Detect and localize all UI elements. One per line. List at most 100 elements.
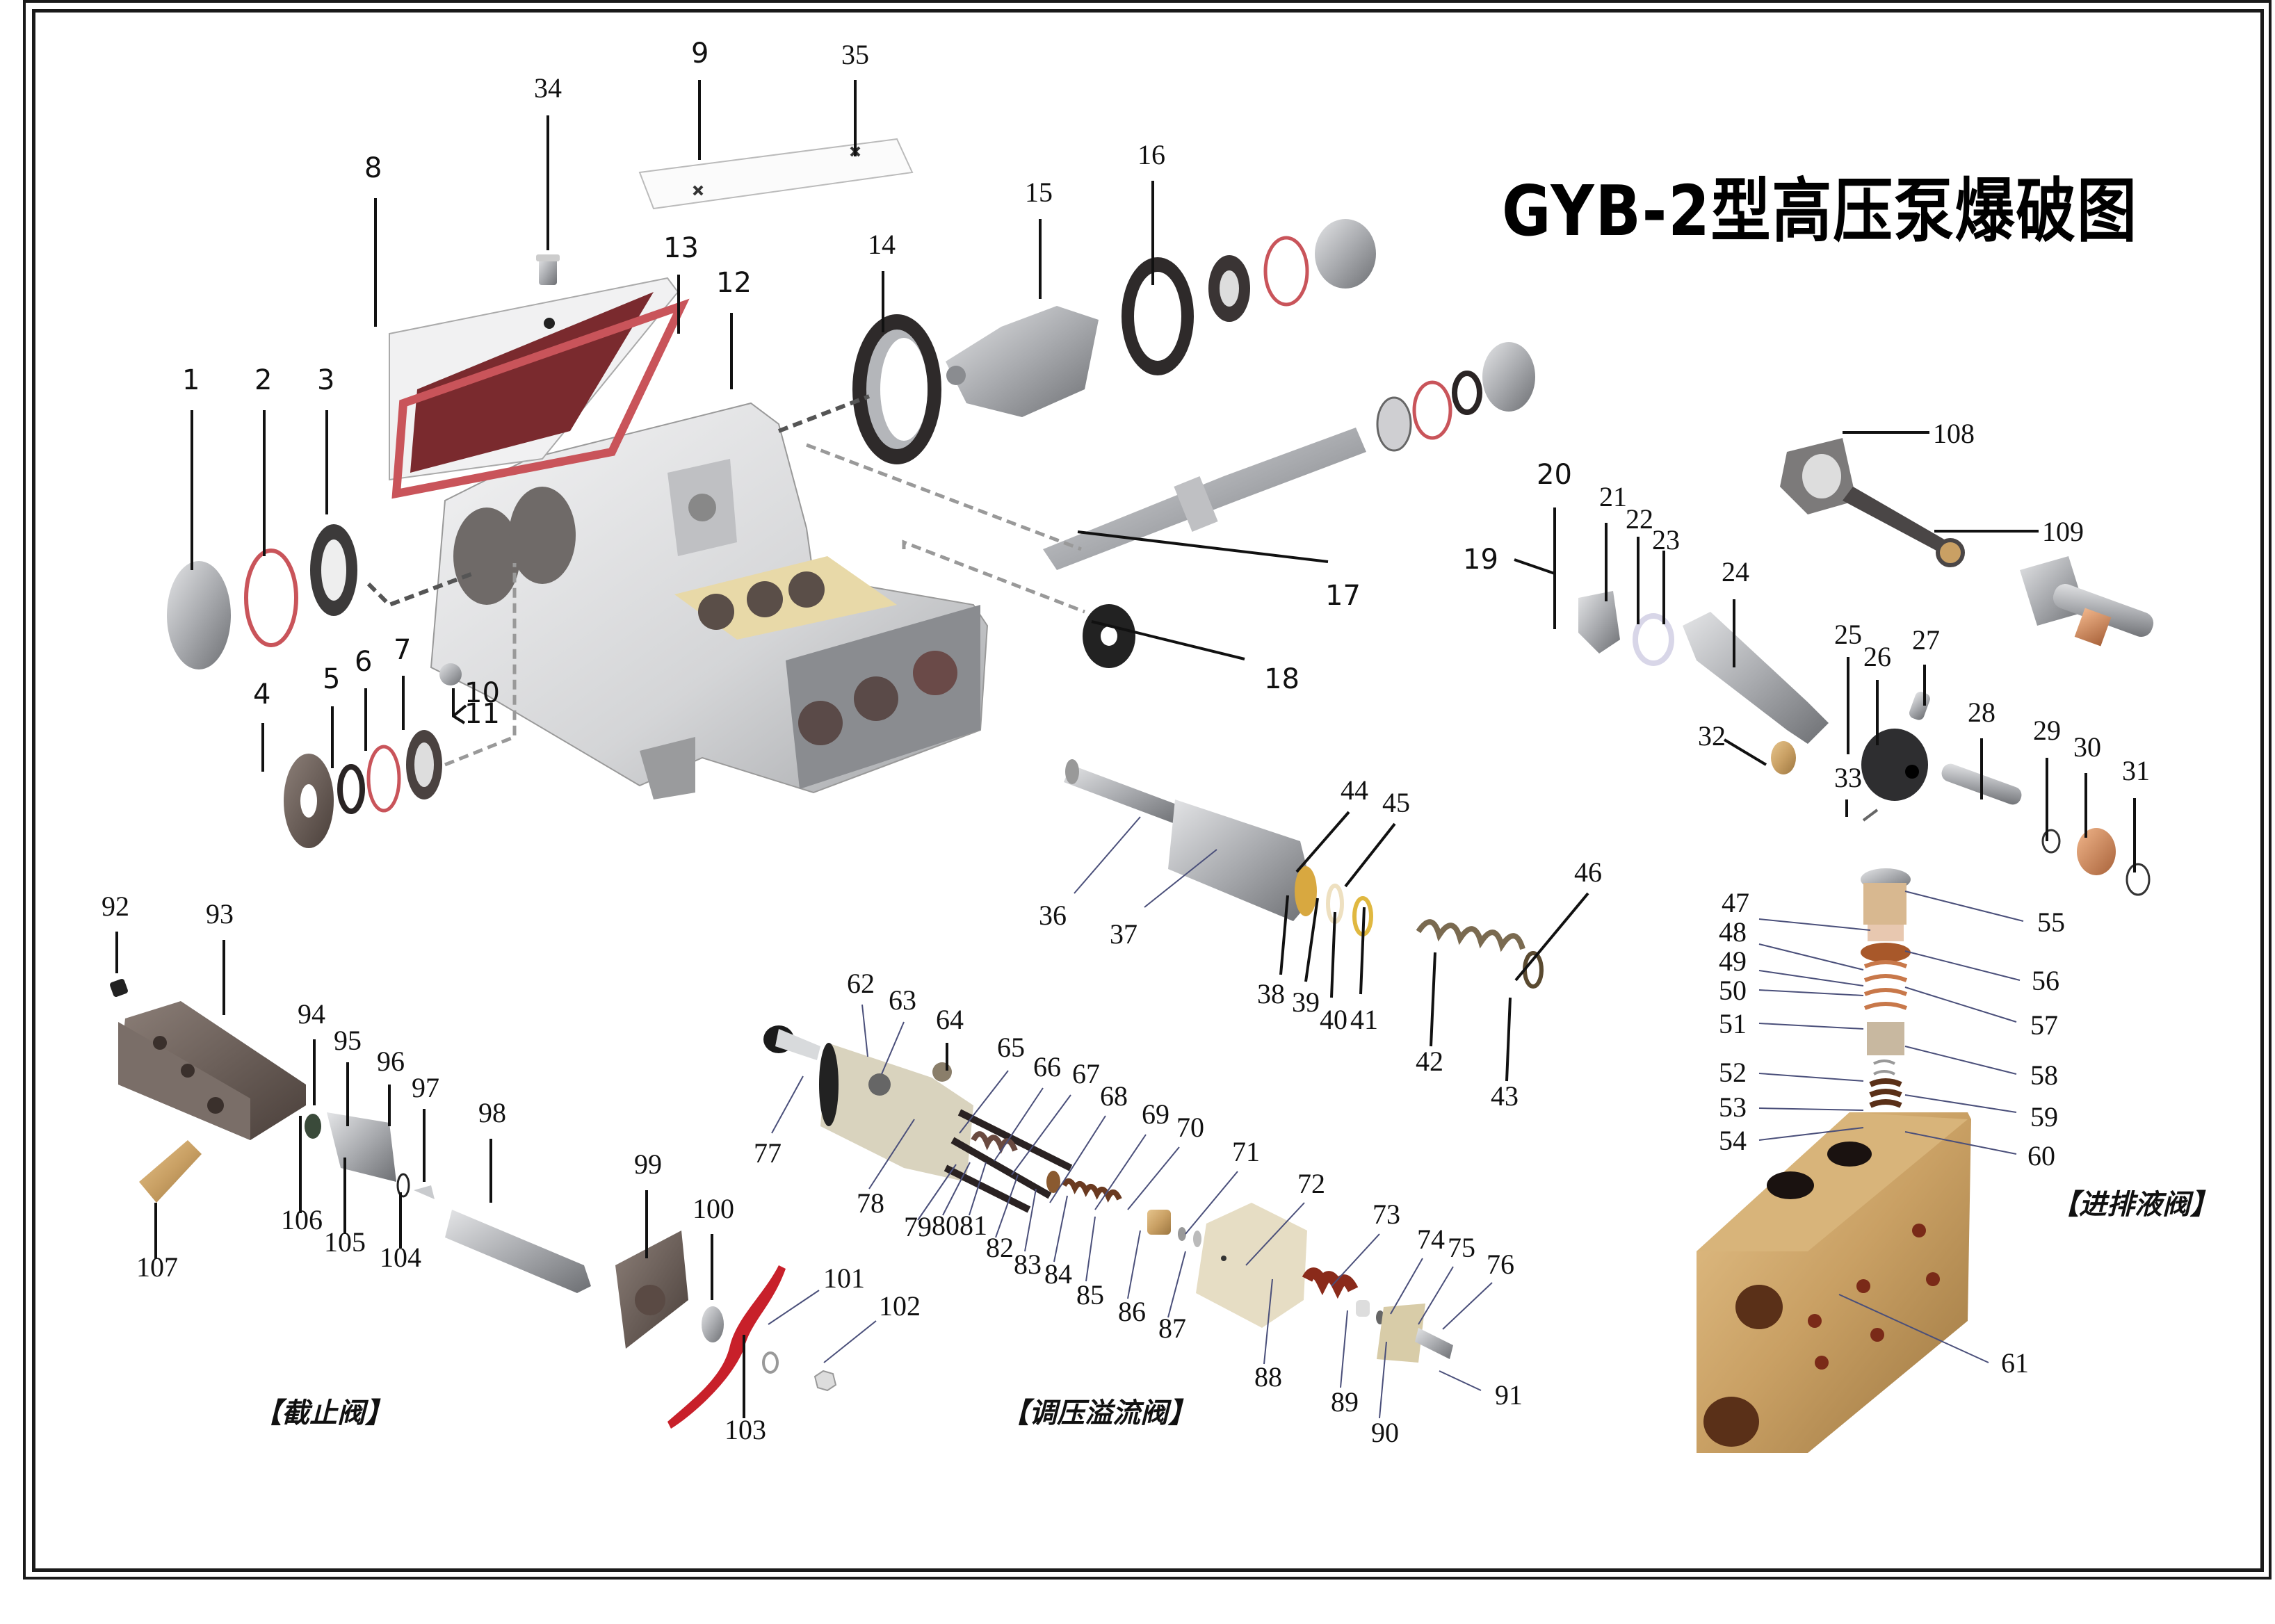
gland-nut xyxy=(702,1306,724,1342)
leader-line-18 xyxy=(1091,620,1245,660)
part-number-label-8: 8 xyxy=(364,152,382,184)
cylinder-bore xyxy=(913,651,957,695)
valve-seat xyxy=(327,1112,396,1182)
part-number-label-70: 70 xyxy=(1176,1112,1204,1143)
crankcase-cover-group xyxy=(389,277,690,499)
small-spring xyxy=(1873,1059,1895,1075)
bearing-bore xyxy=(453,508,520,605)
leader-line-75 xyxy=(1418,1266,1454,1325)
leader-line-41 xyxy=(1359,907,1366,995)
part-number-label-54: 54 xyxy=(1719,1125,1747,1156)
leader-line-61 xyxy=(1838,1294,1989,1363)
part-number-label-106: 106 xyxy=(281,1204,323,1235)
part-number-label-85: 85 xyxy=(1076,1279,1104,1310)
part-number-label-96: 96 xyxy=(377,1046,405,1077)
leader-line-73 xyxy=(1331,1233,1380,1287)
part-number-label-20: 20 xyxy=(1537,459,1572,491)
leader-line-47 xyxy=(1758,918,1871,931)
part-number-label-73: 73 xyxy=(1373,1199,1400,1230)
part-number-label-101: 101 xyxy=(823,1262,865,1294)
leader-line-85 xyxy=(1085,1216,1096,1282)
part-number-label-22: 22 xyxy=(1626,503,1653,535)
leader-line-89 xyxy=(1340,1310,1348,1388)
part-number-label-49: 49 xyxy=(1719,945,1747,977)
cylinder-bore xyxy=(854,676,898,721)
inner-border-frame xyxy=(32,9,2264,1572)
leader-line-49 xyxy=(1758,970,1864,986)
guide-rods xyxy=(944,1109,1073,1213)
adjusting-spring-red xyxy=(1302,1267,1359,1299)
valve-stem xyxy=(445,1210,591,1293)
washer xyxy=(762,1351,779,1374)
part-number-label-9: 9 xyxy=(691,38,709,70)
leader-line-60 xyxy=(1904,1131,2017,1155)
part-number-label-60: 60 xyxy=(2027,1140,2055,1171)
leader-line-45 xyxy=(1344,822,1396,888)
part-number-label-30: 30 xyxy=(2073,731,2101,763)
paper-gasket xyxy=(1263,236,1309,307)
oil-breather-plug xyxy=(536,254,560,285)
inspection-plate xyxy=(638,138,914,210)
part-number-label-105: 105 xyxy=(324,1226,366,1258)
callout-leader-lines xyxy=(115,80,2136,1419)
section-label-shutoff-valve: 【截止阀】 xyxy=(254,1397,393,1429)
part-number-label-36: 36 xyxy=(1039,900,1067,931)
leader-line-91 xyxy=(1439,1370,1482,1391)
part-number-label-108: 108 xyxy=(1933,418,1975,449)
part-number-label-79: 79 xyxy=(904,1211,932,1242)
paper-gasket xyxy=(244,549,298,647)
part-number-label-68: 68 xyxy=(1100,1080,1128,1112)
leader-line-67 xyxy=(1011,1094,1071,1176)
bearing-housing-cap xyxy=(1315,219,1376,289)
crosshead xyxy=(1861,729,1928,801)
leader-line-90 xyxy=(1379,1341,1387,1419)
leader-line-65 xyxy=(959,1070,1009,1134)
cylinder-bore xyxy=(798,701,843,745)
part-number-label-104: 104 xyxy=(380,1242,421,1273)
crosshead-pin xyxy=(1909,692,1930,720)
part-number-label-72: 72 xyxy=(1297,1168,1325,1199)
part-number-label-17: 17 xyxy=(1325,580,1361,612)
part-number-label-102: 102 xyxy=(879,1290,921,1322)
leader-line-81 xyxy=(969,1162,987,1216)
part-number-label-42: 42 xyxy=(1416,1046,1443,1077)
oil-seal-washer xyxy=(1083,604,1135,668)
connecting-rod xyxy=(1683,612,1829,744)
part-number-label-92: 92 xyxy=(102,891,129,922)
part-number-label-99: 99 xyxy=(634,1148,662,1180)
part-number-label-23: 23 xyxy=(1652,524,1680,555)
part-number-label-97: 97 xyxy=(412,1072,439,1103)
part-number-label-62: 62 xyxy=(847,968,875,999)
leader-line-62 xyxy=(861,1004,868,1057)
valve-plate xyxy=(1861,943,1911,962)
part-number-label-35: 35 xyxy=(841,39,869,70)
leader-line-83 xyxy=(1024,1188,1037,1252)
rod-cap xyxy=(1578,591,1620,653)
valve-seat-cage xyxy=(1867,1022,1904,1055)
ball-bearing xyxy=(1376,396,1412,452)
part-number-label-63: 63 xyxy=(889,984,916,1016)
leader-line-54 xyxy=(1758,1127,1864,1141)
part-number-label-88: 88 xyxy=(1254,1361,1282,1392)
leader-line-56 xyxy=(1904,950,2021,981)
cover-gasket xyxy=(391,298,690,499)
o-ring xyxy=(2126,863,2151,896)
housing-foot xyxy=(640,737,695,799)
connecting-rod-group xyxy=(1578,438,2154,896)
brass-sleeve xyxy=(1147,1210,1171,1235)
hex-nut xyxy=(813,1370,837,1392)
part-number-label-90: 90 xyxy=(1371,1417,1399,1448)
leader-line-32 xyxy=(1723,738,1767,766)
part-number-label-28: 28 xyxy=(1968,697,1995,728)
valve-spring xyxy=(1863,960,1908,1010)
outer-border-frame xyxy=(23,0,2272,1580)
leader-line-86 xyxy=(1127,1230,1141,1299)
screw-icon xyxy=(693,185,704,196)
leader-line-78 xyxy=(868,1119,915,1189)
part-number-label-3: 3 xyxy=(317,364,334,396)
part-number-label-84: 84 xyxy=(1044,1258,1072,1290)
leader-line-82 xyxy=(995,1174,1019,1238)
o-ring xyxy=(396,1173,410,1198)
part-number-label-109: 109 xyxy=(2042,516,2084,547)
